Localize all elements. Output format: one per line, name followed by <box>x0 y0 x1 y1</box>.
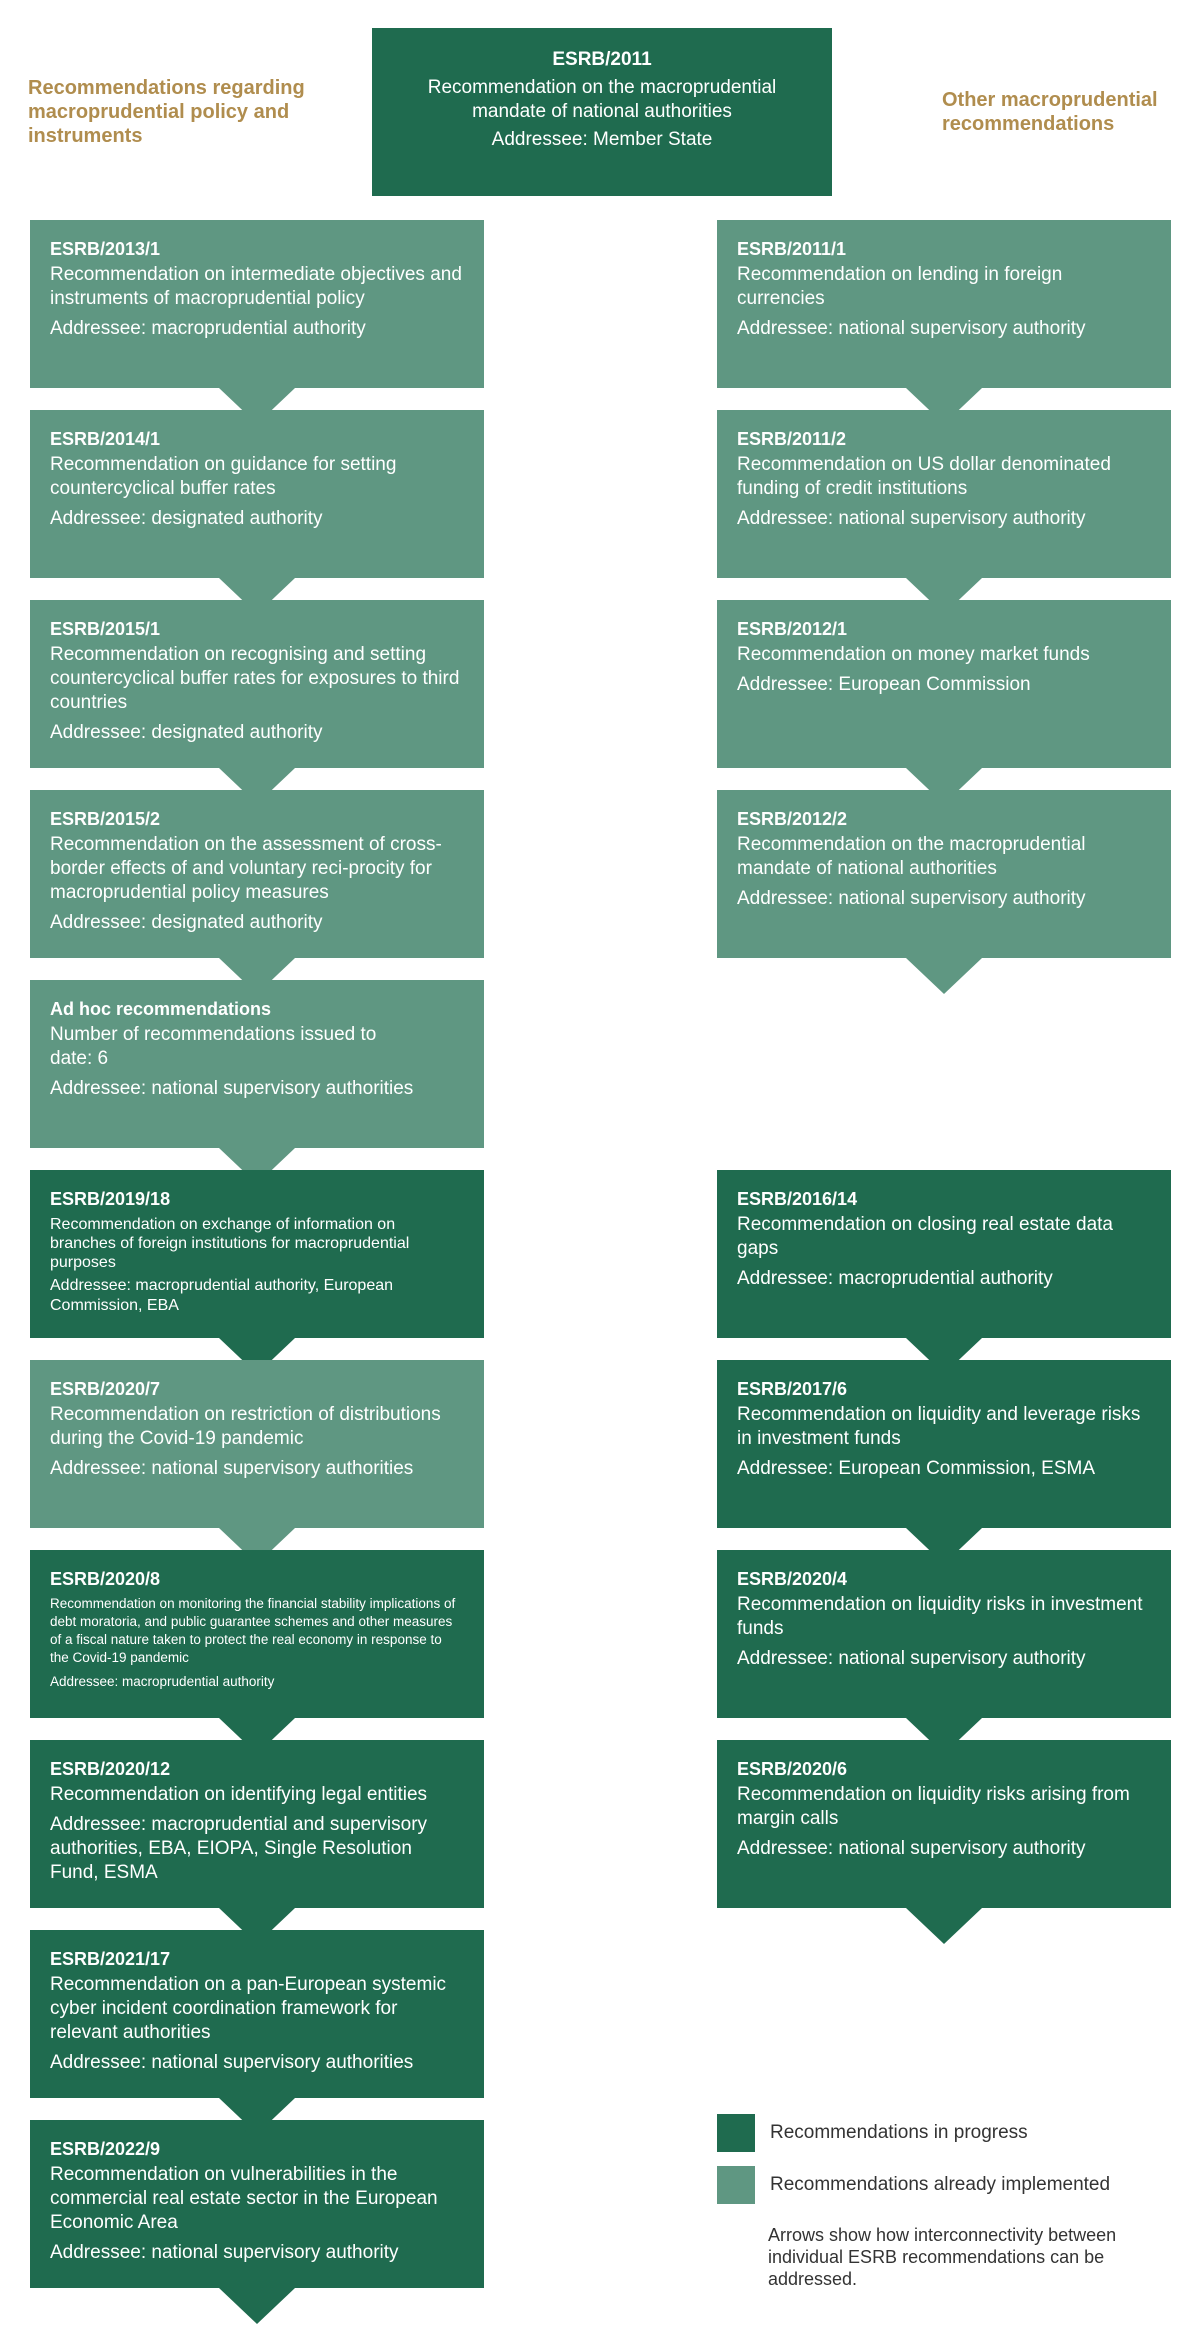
recommendation-addressee: Addressee: national supervisory authorit… <box>737 508 1086 529</box>
recommendation-id: ESRB/2020/4 <box>737 1569 848 1589</box>
recommendation-box: ESRB/2017/6 Recommendation on liquidity … <box>717 1360 1171 1528</box>
recommendation-title: Recommendation on liquidity risks in inv… <box>737 1594 1143 1639</box>
recommendation-title: Recommendation on the assessment of cros… <box>50 834 442 903</box>
recommendation-box: ESRB/2022/9 Recommendation on vulnerabil… <box>30 2120 484 2288</box>
recommendation-title: Recommendation on exchange of informatio… <box>50 1216 410 1271</box>
recommendation-addressee: Addressee: national supervisory authorit… <box>50 2052 414 2073</box>
left-column-header: Recommendations regarding macroprudentia… <box>28 77 305 147</box>
recommendation-id: ESRB/2015/1 <box>50 619 161 639</box>
legend-swatch-in-progress <box>717 2114 755 2152</box>
right-column-header: Other macroprudential recommendations <box>942 89 1158 135</box>
recommendation-title: Recommendation on liquidity and leverage… <box>737 1404 1141 1449</box>
recommendation-box: ESRB/2020/7 Recommendation on restrictio… <box>30 1360 484 1528</box>
recommendation-id: ESRB/2020/7 <box>50 1379 161 1399</box>
recommendation-title: Recommendation on restriction of distrib… <box>50 1404 441 1449</box>
recommendation-addressee: Addressee: macroprudential authority <box>737 1268 1053 1289</box>
recommendation-box: ESRB/2014/1 Recommendation on guidance f… <box>30 410 484 578</box>
recommendation-title: Recommendation on a pan-European systemi… <box>50 1974 447 2043</box>
recommendation-id: ESRB/2020/8 <box>50 1569 161 1589</box>
recommendation-box: ESRB/2020/8 Recommendation on monitoring… <box>30 1550 484 1718</box>
root-recommendation-id: ESRB/2011 <box>552 49 652 70</box>
legend-swatch-implemented <box>717 2166 755 2204</box>
recommendation-addressee: Addressee: designated authority <box>50 912 323 933</box>
recommendation-title: Recommendation on money market funds <box>737 644 1090 665</box>
recommendation-id: ESRB/2020/12 <box>50 1759 171 1779</box>
root-recommendation-addressee: Addressee: Member State <box>491 129 713 150</box>
recommendation-box: ESRB/2016/14 Recommendation on closing r… <box>717 1170 1171 1338</box>
recommendation-id: ESRB/2013/1 <box>50 239 161 259</box>
recommendation-box: ESRB/2020/4 Recommendation on liquidity … <box>717 1550 1171 1718</box>
recommendation-title: Recommendation on guidance for setting c… <box>50 454 397 499</box>
recommendation-title: Recommendation on vulnerabilities in the… <box>50 2164 438 2233</box>
recommendation-id: ESRB/2012/2 <box>737 809 848 829</box>
recommendation-title: Recommendation on US dollar denominated … <box>737 454 1111 499</box>
root-recommendation-box: ESRB/2011 Recommendation on the macropru… <box>372 28 832 196</box>
recommendation-addressee: Addressee: macroprudential authority, Eu… <box>50 1277 394 1314</box>
recommendation-title: Recommendation on monitoring the financi… <box>50 1596 456 1665</box>
recommendation-addressee: Addressee: national supervisory authorit… <box>50 2242 399 2263</box>
recommendation-box: ESRB/2011/1 Recommendation on lending in… <box>717 220 1171 388</box>
recommendation-title: Recommendation on the macroprudential ma… <box>737 834 1086 879</box>
recommendation-box: ESRB/2020/6 Recommendation on liquidity … <box>717 1740 1171 1908</box>
recommendation-title: Recommendation on lending in foreign cur… <box>737 264 1063 309</box>
recommendation-addressee: Addressee: macroprudential authority <box>50 1674 275 1689</box>
recommendation-box: ESRB/2015/2 Recommendation on the assess… <box>30 790 484 958</box>
recommendation-id: ESRB/2011/1 <box>737 239 847 259</box>
recommendation-title: Recommendation on closing real estate da… <box>737 1214 1114 1259</box>
recommendation-box: ESRB/2021/17 Recommendation on a pan-Eur… <box>30 1930 484 2098</box>
recommendation-addressee: Addressee: European Commission <box>737 674 1031 695</box>
recommendation-box: ESRB/2020/12 Recommendation on identifyi… <box>30 1740 484 1908</box>
recommendation-addressee: Addressee: macroprudential and superviso… <box>50 1814 428 1883</box>
recommendation-title: Number of recommendations issued to date… <box>50 1024 377 1069</box>
legend-label-in-progress: Recommendations in progress <box>770 2122 1028 2143</box>
recommendation-id: ESRB/2015/2 <box>50 809 161 829</box>
recommendation-id: ESRB/2020/6 <box>737 1759 848 1779</box>
recommendation-id: ESRB/2021/17 <box>50 1949 171 1969</box>
recommendation-addressee: Addressee: designated authority <box>50 722 323 743</box>
recommendation-box: ESRB/2019/18 Recommendation on exchange … <box>30 1170 484 1338</box>
recommendation-title: Recommendation on intermediate objective… <box>50 264 462 309</box>
legend-label-implemented: Recommendations already implemented <box>770 2174 1111 2195</box>
recommendation-title: Recommendation on identifying legal enti… <box>50 1784 428 1805</box>
recommendation-box: ESRB/2012/2 Recommendation on the macrop… <box>717 790 1171 958</box>
recommendation-title: Recommendation on recognising and settin… <box>50 644 460 713</box>
recommendation-addressee: Addressee: national supervisory authorit… <box>737 1648 1086 1669</box>
legend-note: Arrows show how interconnectivity betwee… <box>768 2225 1117 2289</box>
recommendation-box: Ad hoc recommendations Number of recomme… <box>30 980 484 1148</box>
recommendation-addressee: Addressee: macroprudential authority <box>50 318 366 339</box>
recommendation-title: Recommendation on liquidity risks arisin… <box>737 1784 1130 1829</box>
recommendation-box: ESRB/2013/1 Recommendation on intermedia… <box>30 220 484 388</box>
recommendation-id: ESRB/2016/14 <box>737 1189 858 1209</box>
recommendation-id: ESRB/2022/9 <box>50 2139 161 2159</box>
recommendation-addressee: Addressee: national supervisory authorit… <box>50 1458 414 1479</box>
recommendation-box: ESRB/2015/1 Recommendation on recognisin… <box>30 600 484 768</box>
recommendation-addressee: Addressee: national supervisory authorit… <box>50 1078 414 1099</box>
recommendation-addressee: Addressee: designated authority <box>50 508 323 529</box>
recommendation-id: ESRB/2019/18 <box>50 1189 171 1209</box>
recommendation-addressee: Addressee: national supervisory authorit… <box>737 888 1086 909</box>
recommendation-id: Ad hoc recommendations <box>50 999 272 1019</box>
recommendation-box: ESRB/2012/1 Recommendation on money mark… <box>717 600 1171 768</box>
recommendation-id: ESRB/2011/2 <box>737 429 847 449</box>
recommendation-id: ESRB/2012/1 <box>737 619 848 639</box>
recommendation-addressee: Addressee: national supervisory authorit… <box>737 1838 1086 1859</box>
recommendation-id: ESRB/2017/6 <box>737 1379 848 1399</box>
root-recommendation-title: Recommendation on the macroprudential ma… <box>427 77 777 122</box>
recommendation-box: ESRB/2011/2 Recommendation on US dollar … <box>717 410 1171 578</box>
recommendation-addressee: Addressee: national supervisory authorit… <box>737 318 1086 339</box>
recommendation-addressee: Addressee: European Commission, ESMA <box>737 1458 1095 1479</box>
recommendation-id: ESRB/2014/1 <box>50 429 161 449</box>
